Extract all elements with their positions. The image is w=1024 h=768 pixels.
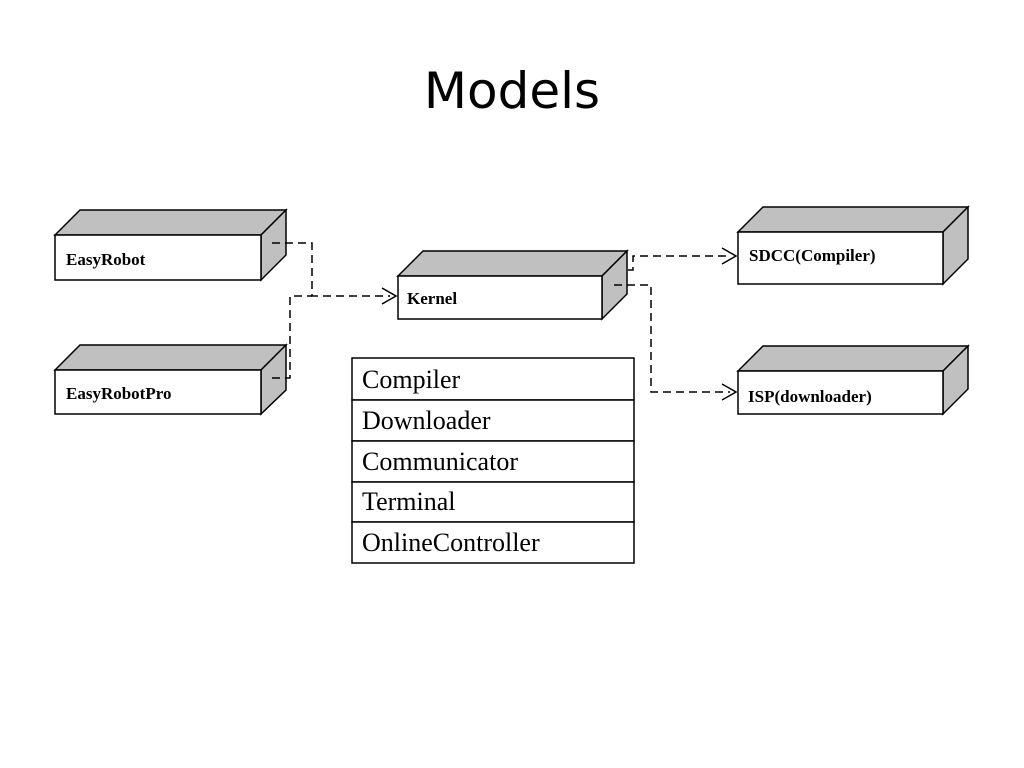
- dependency-easyrobotpro-kernel: [272, 295, 312, 379]
- dependency-kernel-isp: [614, 284, 730, 393]
- kernel-part-compiler: Compiler: [362, 365, 461, 394]
- kernel-part-terminal: Terminal: [362, 487, 455, 516]
- node-sdcc-label: SDCC(Compiler): [749, 246, 876, 265]
- slide-title: Models: [423, 62, 601, 120]
- node-sdcc: SDCC(Compiler): [736, 205, 970, 286]
- kernel-part-downloader: Downloader: [362, 406, 491, 435]
- node-kernel: Kernel: [396, 249, 629, 321]
- kernel-part-onlinecontroller: OnlineController: [362, 528, 540, 557]
- node-easyrobotpro-label: EasyRobotPro: [66, 384, 171, 403]
- arrowhead-isp: [721, 383, 738, 401]
- node-easyrobot-label: EasyRobot: [66, 250, 146, 269]
- node-isp: ISP(downloader): [736, 344, 970, 416]
- dependency-easyrobot-kernel: [272, 242, 390, 297]
- node-easyrobot: EasyRobot: [53, 208, 288, 282]
- dependency-kernel-sdcc: [628, 255, 730, 271]
- node-isp-label: ISP(downloader): [748, 387, 872, 406]
- kernel-part-communicator: Communicator: [362, 447, 518, 476]
- node-easyrobotpro: EasyRobotPro: [53, 343, 288, 416]
- node-kernel-label: Kernel: [407, 289, 457, 308]
- arrowhead-kernel: [381, 287, 398, 305]
- kernel-parts-list: Compiler Downloader Communicator Termina…: [351, 357, 635, 564]
- arrowhead-sdcc: [721, 247, 738, 265]
